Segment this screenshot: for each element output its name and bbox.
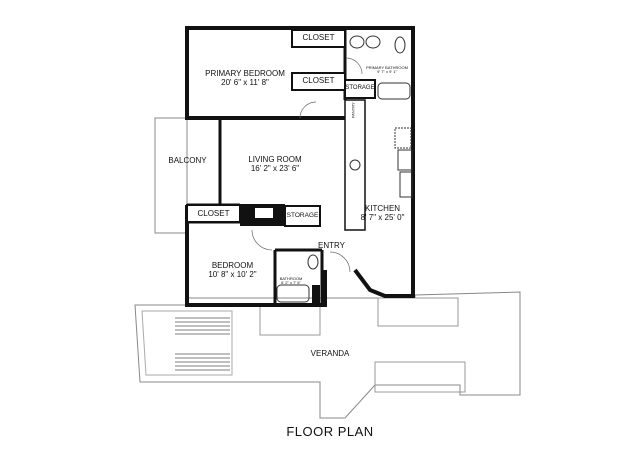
room-storage-1: STORAGE: [345, 85, 375, 91]
room-entry: ENTRY: [318, 241, 345, 250]
toilet-icon: [394, 36, 406, 54]
closet-top: [291, 29, 346, 48]
door-swings: [251, 57, 363, 273]
kitchen-counter: [344, 99, 366, 231]
room-name: PRIMARY BEDROOM: [205, 69, 285, 78]
balcony-outline: [154, 117, 188, 234]
room-veranda: VERANDA: [310, 349, 350, 358]
room-name: KITCHEN: [364, 204, 401, 213]
room-dims: 6' 2" x 7' 5": [281, 280, 301, 286]
storage-bottom: [284, 205, 321, 227]
room-dims: 9' 7" x 9' 1": [377, 69, 397, 75]
room-name: BEDROOM: [211, 261, 254, 270]
room-pantry: PANTRY: [350, 102, 356, 119]
room-name: LIVING ROOM: [248, 155, 302, 164]
storage-top: [344, 79, 376, 99]
sink-icon: [365, 35, 381, 49]
stairs-icon: [175, 317, 230, 371]
room-closet-1: CLOSET: [302, 33, 335, 42]
room-dims: 10' 8" x 10' 2": [208, 269, 257, 279]
veranda-planter-3: [374, 361, 466, 393]
room-dims: 8' 7" x 25' 0": [360, 212, 405, 222]
veranda-planter-2: [377, 297, 459, 327]
veranda-outline: [134, 291, 521, 419]
room-closet-3: CLOSET: [197, 209, 230, 218]
toilet-icon: [307, 254, 319, 270]
bathtub-icon: [377, 82, 411, 100]
veranda-planter-1: [259, 304, 321, 336]
room-dims: 20' 6" x 11' 8": [221, 77, 269, 87]
room-name: BATHROOM: [279, 276, 303, 281]
room-dims: 16' 2" x 23' 6": [250, 163, 300, 173]
stove: [397, 149, 413, 171]
room-storage-2: STORAGE: [286, 212, 319, 219]
sink-icon: [349, 35, 365, 49]
veranda-inner: [141, 310, 233, 376]
bathtub-icon: [276, 284, 310, 303]
room-closet-2: CLOSET: [302, 76, 335, 85]
page-title: FLOOR PLAN: [286, 424, 374, 439]
room-name: PRIMARY BATHROOM: [365, 65, 408, 70]
room-balcony: BALCONY: [168, 156, 207, 165]
